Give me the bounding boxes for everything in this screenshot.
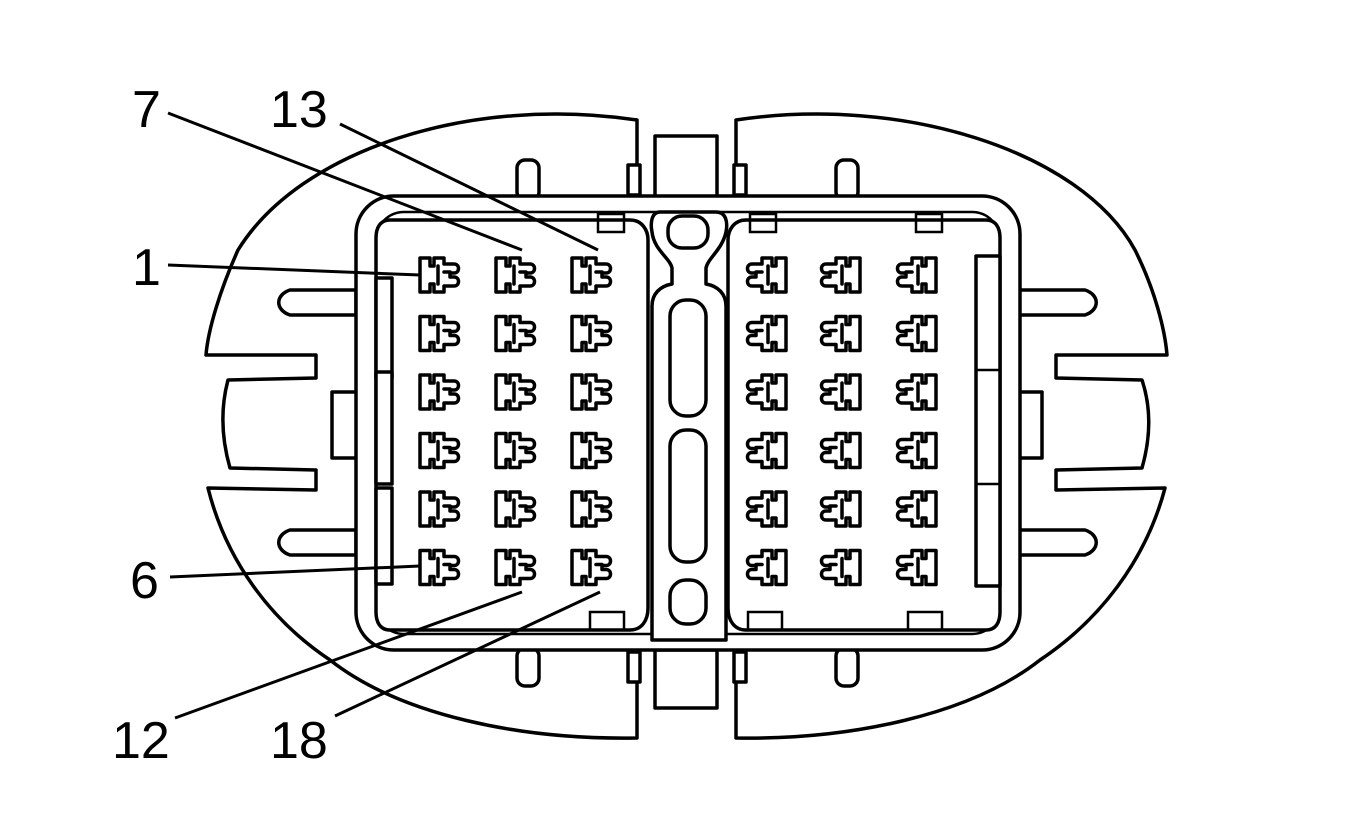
terminal-cavity [418,314,461,353]
leader-pin-12 [174,590,523,720]
leader-pin-7 [167,111,523,252]
terminal-cavity [895,548,938,587]
terminal-cavity [819,256,862,294]
terminal-cavity [745,314,788,353]
leader-pin-18 [334,590,601,718]
face-tabs [588,212,944,632]
callout-pin-6: 6 [130,552,159,610]
terminal-cavity [895,314,938,353]
terminal-cavity [570,431,613,470]
terminal-cavity [895,490,938,528]
terminal-cavity [895,256,938,294]
terminal-cavity [895,373,938,411]
terminal-cavity [570,548,613,587]
terminal-cavity [418,548,461,587]
top-latch [653,134,719,200]
right-terminal-cavities [745,256,938,587]
terminal-cavity [745,431,788,470]
terminal-cavity [895,431,938,470]
leader-pin-6 [169,564,421,579]
terminal-cavity [418,373,461,411]
terminal-cavity [570,490,613,528]
terminal-cavity [819,431,862,470]
callout-pin-13: 13 [270,81,328,139]
terminal-cavity [745,256,788,294]
face-side-slots [374,254,1002,588]
terminal-cavity [418,256,461,294]
terminal-cavity [494,548,537,587]
bottom-latch [653,648,719,710]
terminal-cavity [570,314,613,353]
callout-pin-1: 1 [132,239,161,297]
terminal-cavity [494,490,537,528]
callout-pin-18: 18 [270,712,328,770]
terminal-cavity [745,373,788,411]
terminal-cavity [494,373,537,411]
terminal-cavity [819,490,862,528]
divider-slot-upper [668,298,708,418]
divider-slot-top-small [666,214,710,250]
terminal-cavity [418,490,461,528]
terminal-cavity [819,314,862,353]
terminal-cavity [418,431,461,470]
divider-slot-lower [668,428,708,564]
terminal-cavity [819,548,862,587]
terminal-cavity [745,548,788,587]
leader-pin-13 [339,122,599,252]
terminal-cavity [494,256,537,294]
terminal-cavity [570,256,613,294]
leader-pin-1 [167,263,421,277]
terminal-cavity [494,431,537,470]
divider-slot-bottom-small [668,578,708,626]
terminal-cavity [745,490,788,528]
callout-pin-12: 12 [112,712,170,770]
terminal-cavity [570,373,613,411]
terminal-cavity [819,373,862,411]
callout-pin-7: 7 [132,81,161,139]
terminal-cavity [494,314,537,353]
left-terminal-cavities [418,256,613,587]
